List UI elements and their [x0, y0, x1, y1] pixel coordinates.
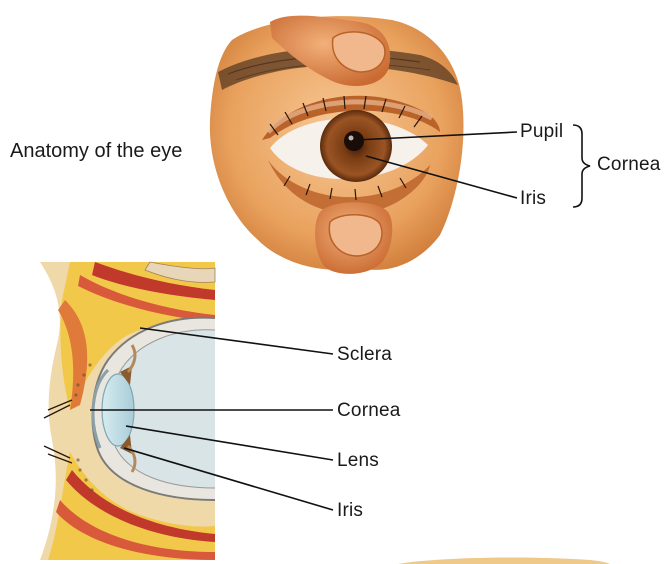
- label-cornea-section: Cornea: [337, 401, 401, 420]
- label-lens: Lens: [337, 451, 379, 470]
- label-cornea-front: Cornea: [597, 155, 661, 174]
- label-pupil: Pupil: [520, 122, 563, 141]
- cornea-bracket: [573, 125, 590, 207]
- front-pupil: [344, 131, 364, 151]
- label-iris-front: Iris: [520, 189, 546, 208]
- label-iris-section: Iris: [337, 501, 363, 520]
- eye-cross-section: [40, 262, 215, 560]
- front-eye-illustration: [210, 16, 464, 274]
- label-sclera: Sclera: [337, 345, 392, 364]
- cropped-image-edge: [398, 557, 610, 564]
